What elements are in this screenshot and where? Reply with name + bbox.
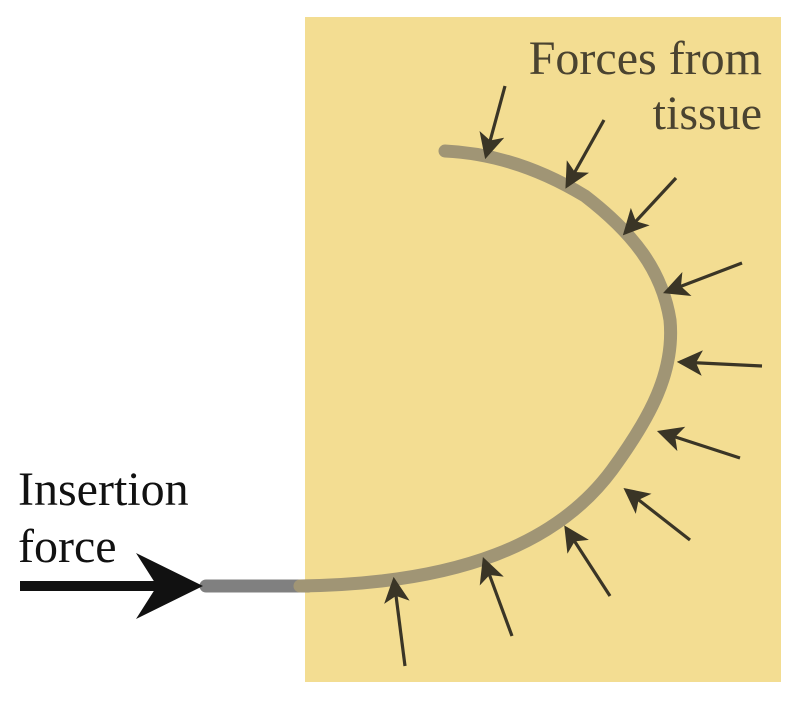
tissue-region <box>305 17 781 682</box>
tissue-force-arrow <box>479 556 514 637</box>
tissue-force-arrow <box>565 119 606 189</box>
needle-curved-path <box>293 144 678 593</box>
insertion-arrow-head <box>136 553 203 619</box>
tissue-force-arrow <box>656 426 741 460</box>
insertion-force-label-line1: Insertion <box>18 463 189 516</box>
tissue-force-arrow <box>622 176 678 236</box>
tissue-force-arrow <box>564 525 612 597</box>
tissue-forces-label-line2: tissue <box>653 87 762 140</box>
tissue-force-arrow <box>663 261 743 296</box>
tissue-force-arrow <box>676 350 763 376</box>
tissue-forces-label-line1: Forces from <box>529 32 762 85</box>
tissue-force-arrow <box>623 488 691 542</box>
tissue-force-arrow <box>479 85 507 160</box>
tissue-force-arrow <box>384 576 410 667</box>
insertion-force-arrow <box>20 553 203 619</box>
insertion-force-label-line2: force <box>18 520 117 573</box>
tissue-force-arrows <box>384 85 763 667</box>
